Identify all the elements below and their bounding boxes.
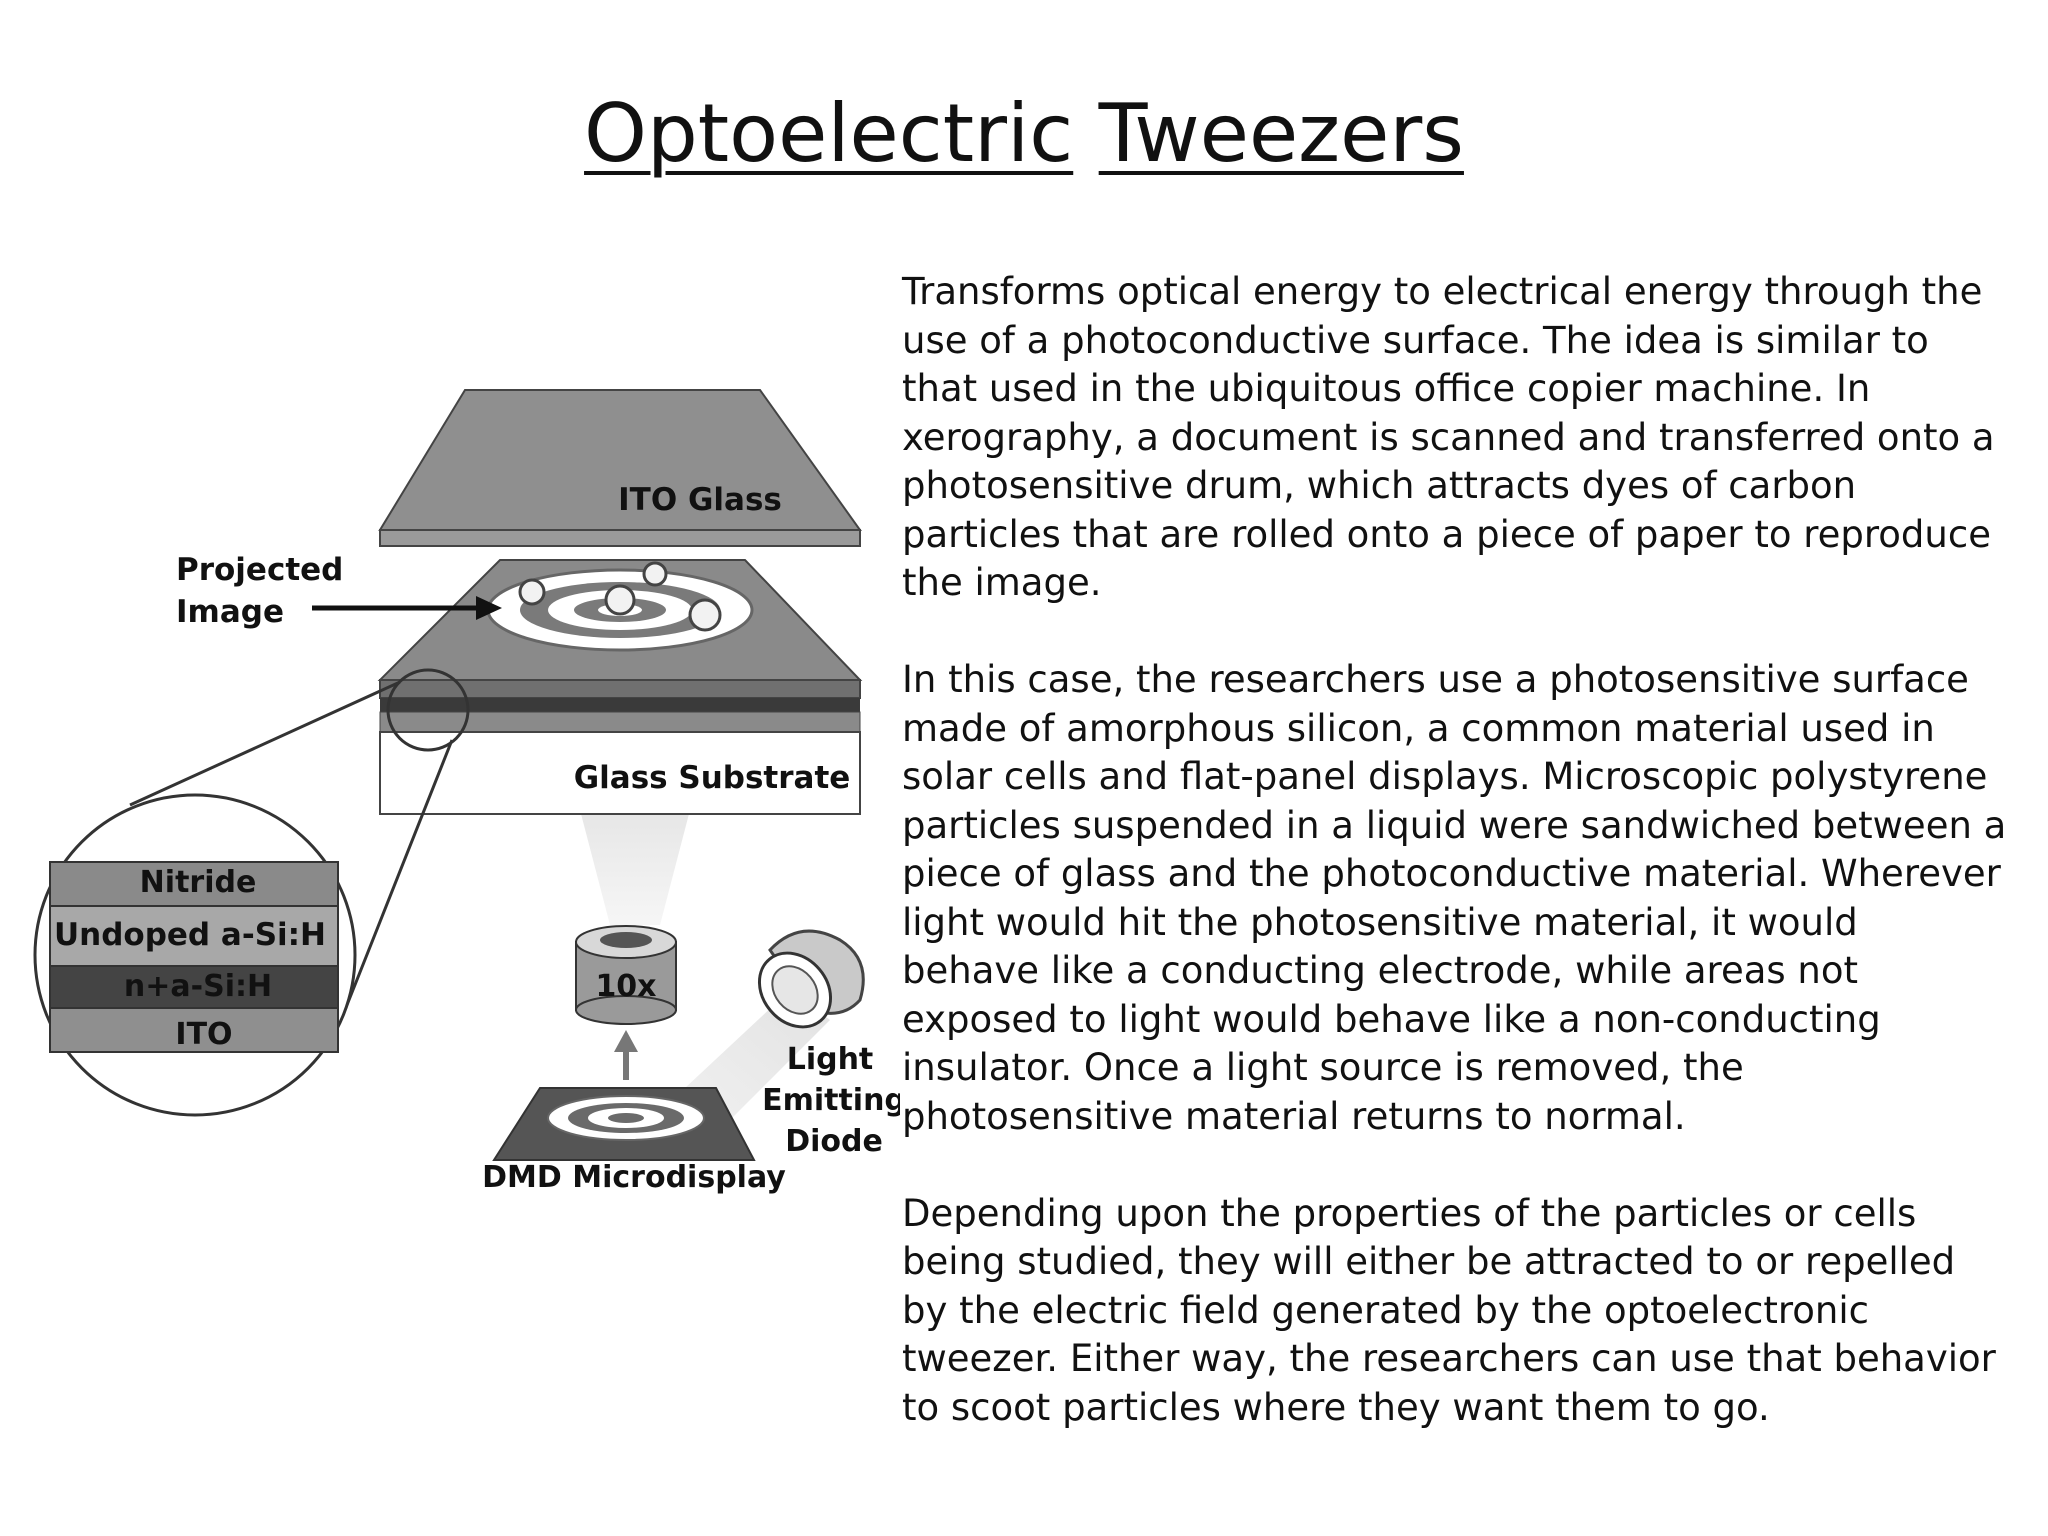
label-nitride: Nitride xyxy=(140,865,257,900)
up-arrow xyxy=(614,1030,638,1080)
text-line: particles that are rolled onto a piece o… xyxy=(902,512,1991,556)
text-line: Transforms optical energy to electrical … xyxy=(902,270,1983,313)
label-led-light: Light xyxy=(787,1042,874,1077)
dmd-microdisplay: DMD Microdisplay xyxy=(482,1087,786,1195)
projected-image-arrow xyxy=(312,596,502,620)
label-projected-image-line1: Projected xyxy=(176,552,343,588)
label-10x: 10x xyxy=(595,969,656,1004)
text-line: the image. xyxy=(902,561,1102,604)
label-led-emitting: Emitting xyxy=(762,1083,900,1118)
text-line: In this case, the researchers use a phot… xyxy=(902,658,1969,701)
label-glass-substrate: Glass Substrate xyxy=(574,760,851,796)
text-line: made of amorphous silicon, a common mate… xyxy=(902,706,1935,750)
ot-device-diagram: ITO Glass Glass Substrate Projected Imag… xyxy=(33,389,900,1195)
body-text: Transforms optical energy to electrical … xyxy=(902,268,2042,1481)
layer-stack: Nitride Undoped a-Si:H n+a-Si:H ITO xyxy=(49,861,339,1053)
particles xyxy=(518,561,722,632)
text-line: being studied, they will either be attra… xyxy=(902,1240,1956,1283)
text-line: behave like a conducting electrode, whil… xyxy=(902,949,1859,992)
title-word-optoelectric: Optoelectric xyxy=(584,87,1074,180)
paragraph-3: Depending upon the properties of the par… xyxy=(902,1190,2042,1433)
label-nplus-asi: n+a-Si:H xyxy=(124,969,272,1004)
label-undoped-asi: Undoped a-Si:H xyxy=(54,917,326,953)
text-line: photosensitive drum, which attracts dyes… xyxy=(902,464,1857,507)
paragraph-1: Transforms optical energy to electrical … xyxy=(902,268,2042,608)
text-line: light would hit the photosensitive mater… xyxy=(902,900,1858,944)
label-projected-image-line2: Image xyxy=(176,594,284,630)
light-cone-upper xyxy=(580,810,690,925)
text-line: xerography, a document is scanned and tr… xyxy=(902,415,1995,459)
text-line: piece of glass and the photoconductive m… xyxy=(902,852,2001,895)
text-line: to scoot particles where they want them … xyxy=(902,1385,1770,1429)
text-line: by the electric field generated by the o… xyxy=(902,1288,1870,1332)
text-line: photosensitive material returns to norma… xyxy=(902,1094,1686,1138)
label-dmd-microdisplay: DMD Microdisplay xyxy=(482,1160,786,1195)
text-line: particles suspended in a liquid were san… xyxy=(902,803,2007,847)
slide-title: Optoelectric Tweezers xyxy=(0,86,2048,182)
label-ito-layer: ITO xyxy=(175,1017,232,1052)
ito-glass-plate: ITO Glass xyxy=(378,389,862,547)
objective-lens-10x: 10x xyxy=(575,925,677,1025)
text-line: exposed to light would behave like a non… xyxy=(902,997,1881,1041)
text-line: that used in the ubiquitous office copie… xyxy=(902,367,1871,410)
label-ito-glass: ITO Glass xyxy=(618,482,782,518)
text-line: Depending upon the properties of the par… xyxy=(902,1191,1917,1235)
led-device: Light Emitting Diode xyxy=(757,929,900,1159)
text-line: tweezer. Either way, the researchers can… xyxy=(902,1337,1996,1380)
text-line: solar cells and flat-panel displays. Mic… xyxy=(902,755,1988,798)
text-line: use of a photoconductive surface. The id… xyxy=(902,318,1929,362)
paragraph-2: In this case, the researchers use a phot… xyxy=(902,656,2042,1141)
title-word-tweezers: Tweezers xyxy=(1098,87,1464,180)
label-led-diode: Diode xyxy=(785,1124,883,1159)
text-line: insulator. Once a light source is remove… xyxy=(902,1046,1744,1089)
